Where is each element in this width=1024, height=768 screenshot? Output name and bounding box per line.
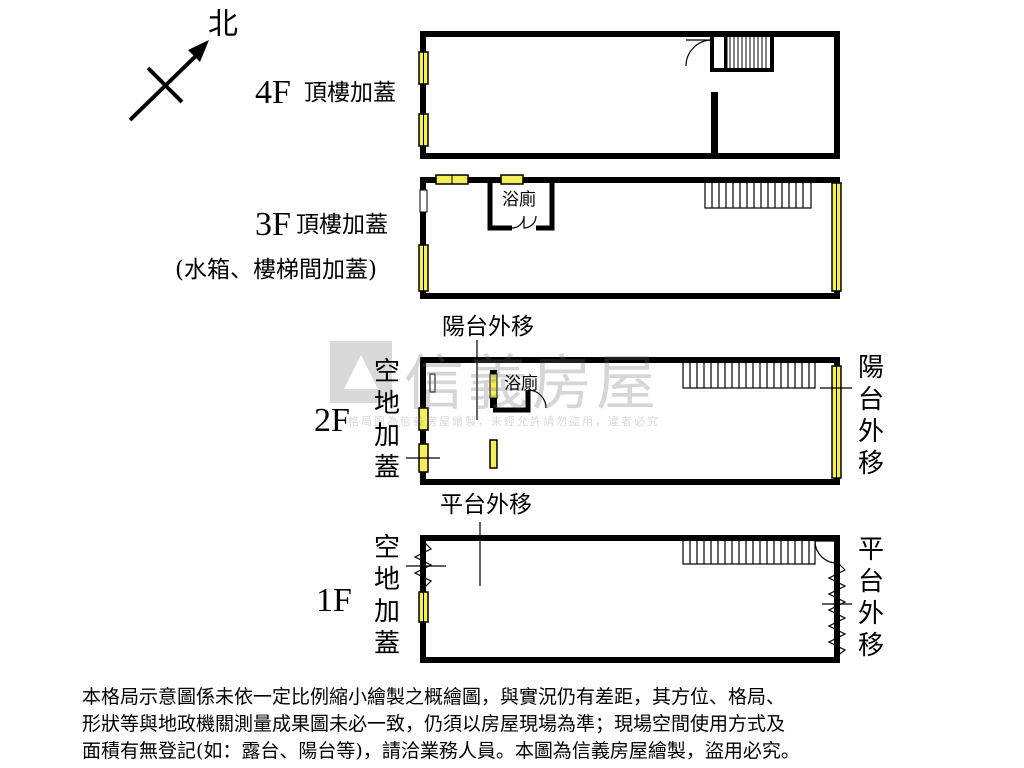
window: [418, 407, 429, 431]
floor-2f-plan: [406, 340, 852, 485]
floor-1f-top-label: 平台外移: [440, 492, 532, 518]
disclaimer-line: 面積有無登記(如：露台、陽台等)，請洽業務人員。本圖為信義房屋繪製，盜用必究。: [82, 740, 800, 762]
house-logo-icon: [330, 341, 392, 403]
floor-3f-bath-label: 浴廁: [502, 190, 536, 210]
floor-1f-plan: [406, 522, 852, 663]
floor-2f-bath-label: 浴廁: [504, 374, 538, 394]
disclaimer-line: 本格局示意圖係未依一定比例縮小繪製之概繪圖，與實況仍有差距，其方位、格局、: [82, 686, 786, 708]
floor-number-4f: 4F: [255, 74, 291, 111]
floor-3f-plan: [418, 174, 842, 299]
floor-4f-plan: [418, 31, 840, 159]
floor-2f-left-label: 空地加蓋: [373, 357, 400, 483]
watermark-tagline: 格局圖為信義房屋繪製，未經允許請勿盜用，違者必究: [348, 415, 660, 428]
floor-1f-left-label: 空地加蓋: [373, 533, 400, 659]
floor-number-3f: 3F: [255, 206, 291, 243]
disclaimer-line: 形狀等與地政機關測量成果圖未必一致，仍須以房屋現場為準；現場空間使用方式及: [82, 713, 786, 735]
watermark-brand: 信義房屋: [404, 349, 660, 419]
floor-number-1f: 1F: [316, 582, 352, 619]
disclaimer-text: 本格局示意圖係未依一定比例縮小繪製之概繪圖，與實況仍有差距，其方位、格局、 形狀…: [82, 684, 942, 765]
floor-3f-title: 頂樓加蓋: [296, 212, 388, 238]
floor-number-2f: 2F: [314, 402, 350, 439]
window: [500, 174, 524, 185]
window: [489, 373, 498, 399]
floor-3f-subtitle: (水箱、樓梯間加蓋): [175, 257, 377, 283]
floor-1f-right-label: 平台外移: [857, 535, 884, 661]
north-label: 北: [208, 7, 238, 42]
floor-4f-title: 頂樓加蓋: [304, 80, 396, 106]
watermark-logo: 信義房屋 格局圖為信義房屋繪製，未經允許請勿盜用，違者必究: [330, 335, 700, 428]
compass-icon: [128, 40, 209, 122]
floor-2f-top-label: 陽台外移: [442, 314, 534, 340]
floor-2f-right-label: 陽台外移: [857, 353, 884, 479]
